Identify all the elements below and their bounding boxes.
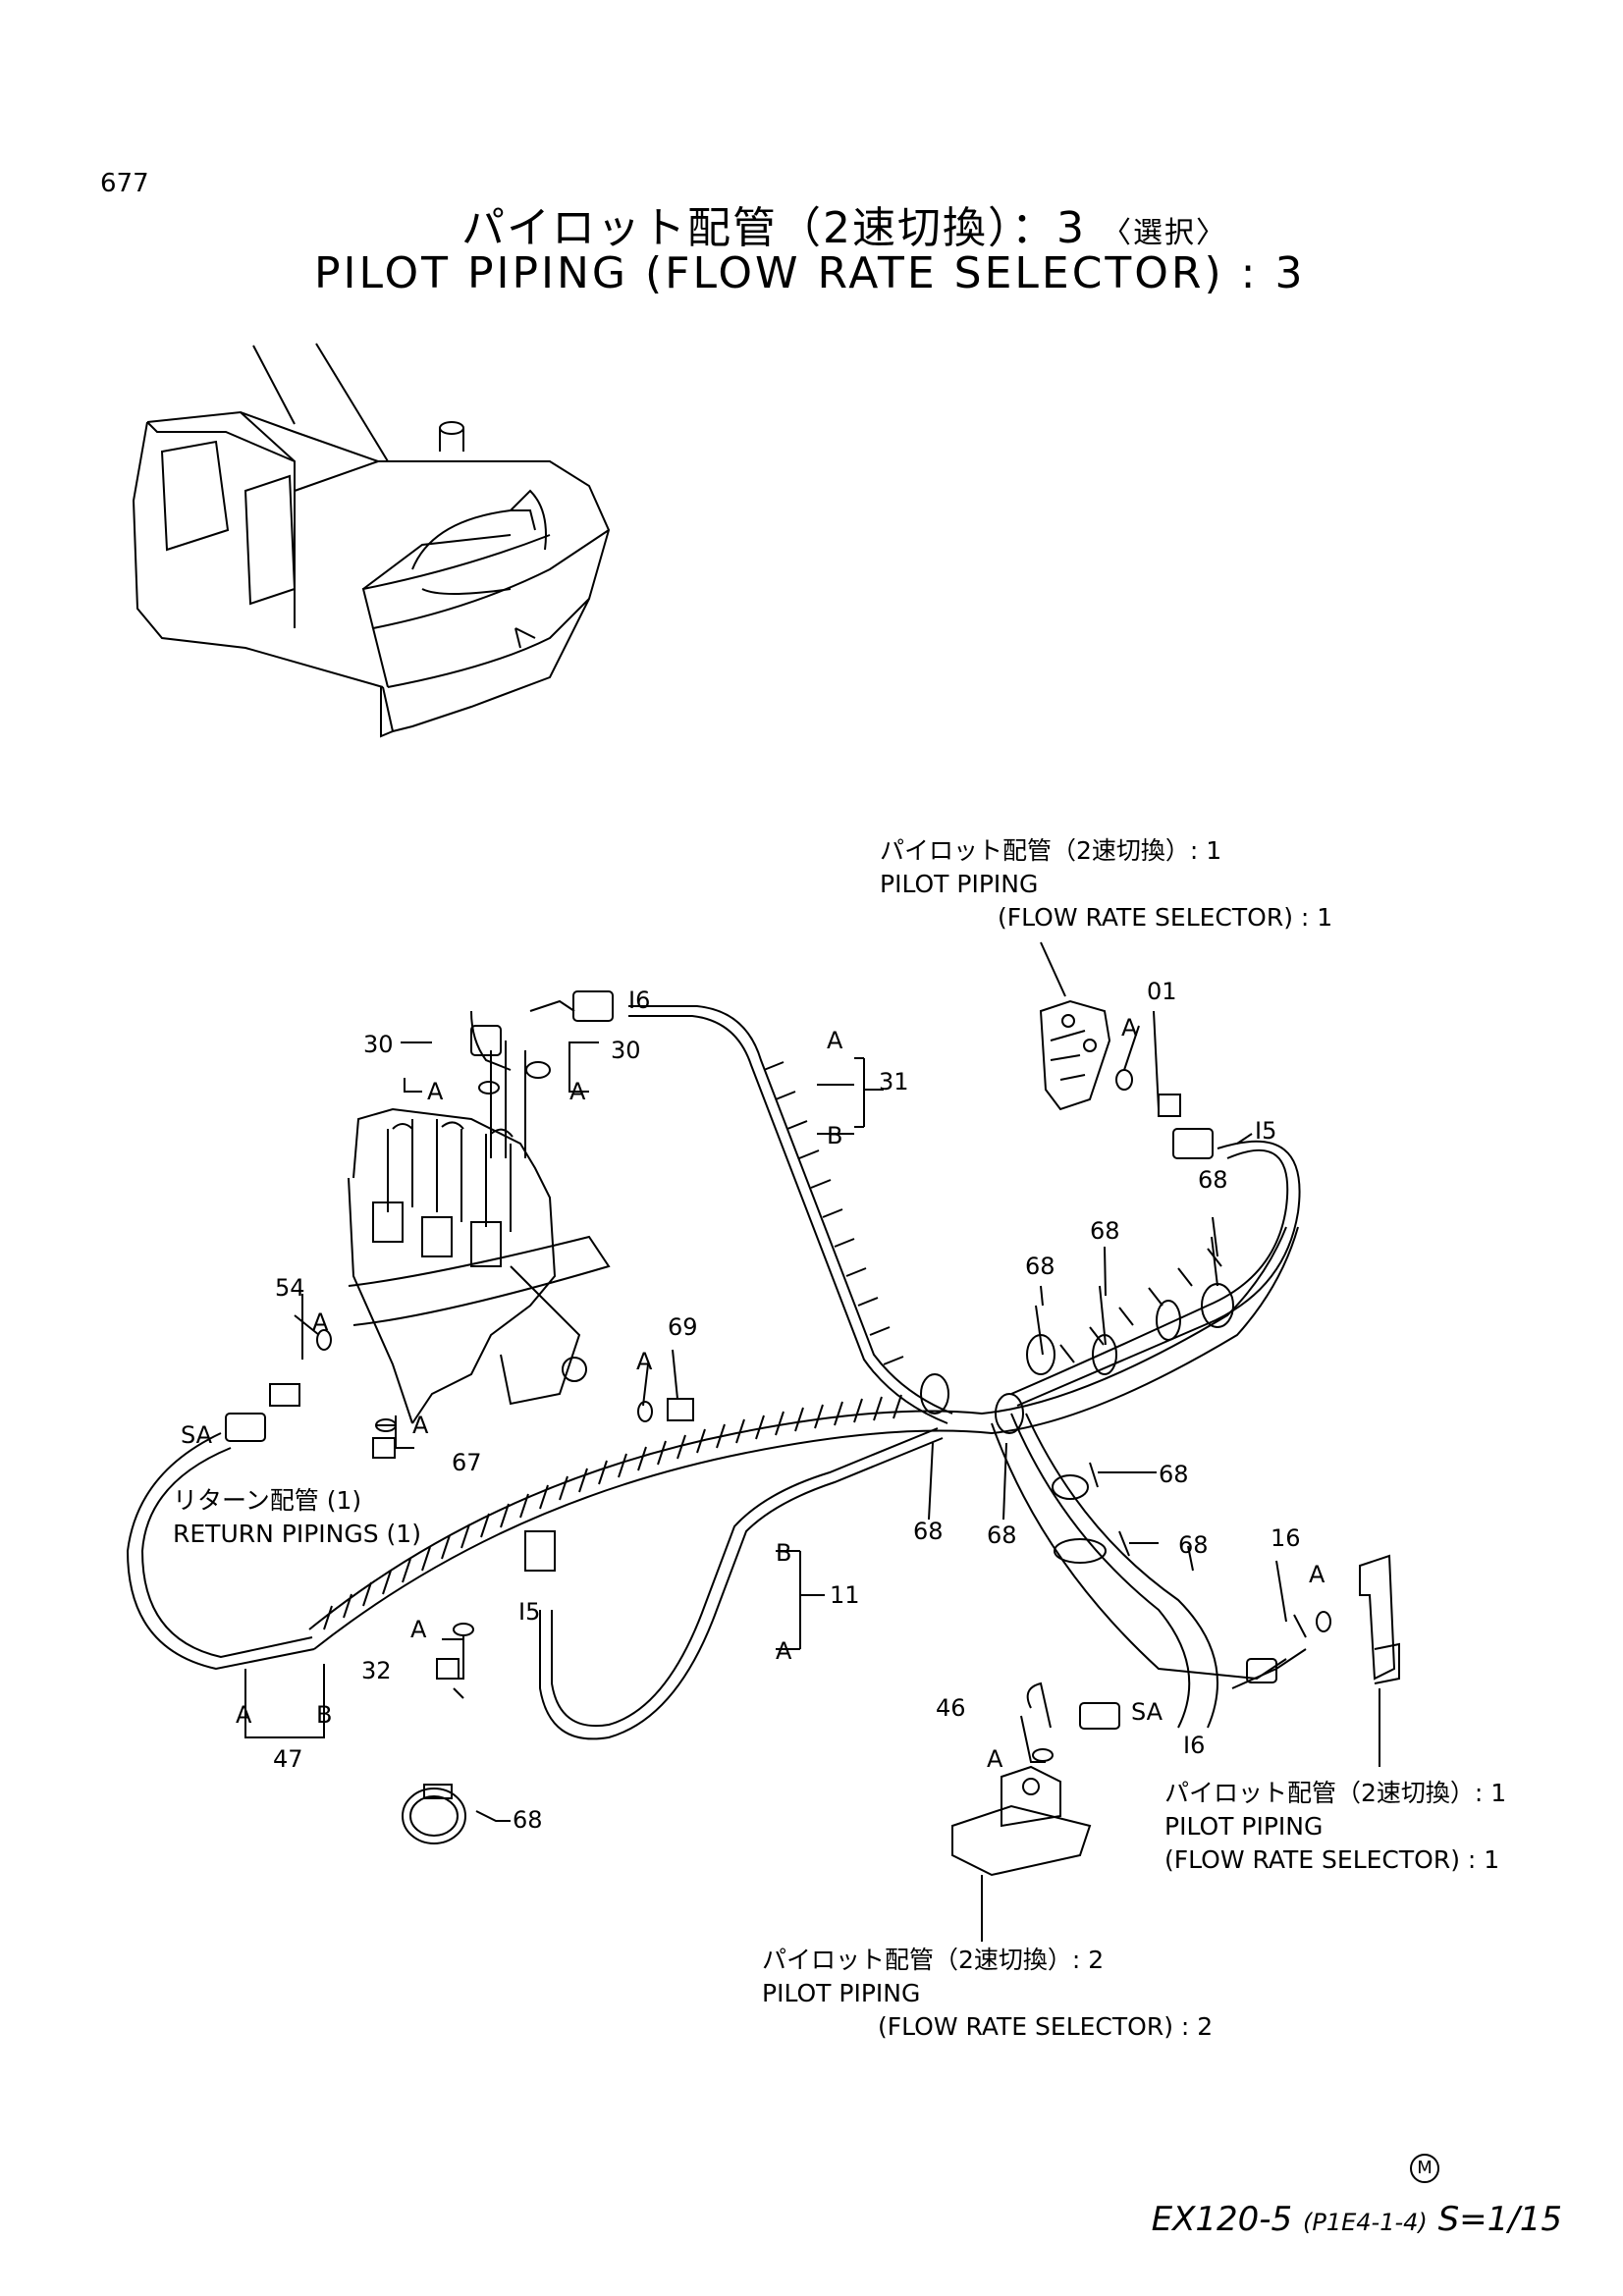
conn-label-a: A bbox=[569, 1078, 586, 1105]
hose-bundle-outer bbox=[313, 1226, 1299, 1650]
reference-jp: パイロット配管（2速切換）: 1 bbox=[1164, 1779, 1507, 1807]
return-piping-en: RETURN PIPINGS (1) bbox=[173, 1520, 421, 1548]
o-rings bbox=[316, 1061, 1331, 1762]
conn-label-a: A bbox=[427, 1078, 444, 1105]
hose-47-inner bbox=[140, 1447, 313, 1659]
reference-jp: パイロット配管（2速切換）: 1 bbox=[880, 836, 1222, 865]
part-label-30-left: 30 bbox=[363, 1031, 394, 1058]
part-label-68: 68 bbox=[1090, 1217, 1120, 1245]
leader-lines bbox=[244, 941, 1380, 1942]
hose-lower-right bbox=[1010, 1413, 1191, 1729]
conn-label-a: A bbox=[1121, 1014, 1138, 1041]
clamp-68 bbox=[402, 1784, 466, 1844]
part-label-68: 68 bbox=[987, 1522, 1017, 1549]
hose-11 bbox=[539, 1437, 944, 1740]
conn-label-i6: I6 bbox=[1183, 1732, 1205, 1759]
reference-callout-3: パイロット配管（2速切換）: 2 PILOT PIPING (FLOW RATE… bbox=[762, 1944, 1213, 2044]
conn-label-sa: SA bbox=[1131, 1698, 1163, 1726]
return-piping-callout: リターン配管 (1) RETURN PIPINGS (1) bbox=[173, 1484, 421, 1551]
part-label-54: 54 bbox=[275, 1274, 305, 1302]
conn-label-a: A bbox=[776, 1637, 792, 1665]
conn-label-b: B bbox=[827, 1122, 842, 1149]
conn-label-a: A bbox=[412, 1412, 429, 1439]
hose-47 bbox=[126, 1432, 315, 1671]
fittings bbox=[225, 990, 1277, 1730]
part-label-11: 11 bbox=[830, 1581, 860, 1609]
reference-en-line1: PILOT PIPING bbox=[880, 870, 1039, 898]
hose-lower-right-outer bbox=[1025, 1413, 1218, 1729]
part-label-68: 68 bbox=[1198, 1166, 1228, 1194]
conn-label-a: A bbox=[827, 1027, 843, 1054]
reference-en-line1: PILOT PIPING bbox=[1164, 1812, 1324, 1841]
part-label-47: 47 bbox=[273, 1745, 303, 1773]
reference-en-line2: (FLOW RATE SELECTOR) : 2 bbox=[878, 2012, 1214, 2041]
valve-block-2 bbox=[951, 1765, 1092, 1877]
bracket-1 bbox=[1359, 1554, 1400, 1684]
part-label-68: 68 bbox=[513, 1806, 543, 1834]
reference-en-line2: (FLOW RATE SELECTOR) : 1 bbox=[1164, 1845, 1500, 1874]
part-label-31: 31 bbox=[879, 1068, 909, 1095]
footer-reference: EX120-5 (P1E4-1-4) S=1/15 bbox=[1152, 2200, 1562, 2239]
title-english: PILOT PIPING (FLOW RATE SELECTOR) : 3 bbox=[314, 248, 1306, 298]
hose-i5-right bbox=[1010, 1148, 1289, 1395]
reference-jp: パイロット配管（2速切換）: 2 bbox=[762, 1946, 1105, 1974]
part-label-68: 68 bbox=[913, 1518, 944, 1545]
part-label-46: 46 bbox=[936, 1694, 966, 1722]
reference-callout-2: パイロット配管（2速切換）: 1 PILOT PIPING (FLOW RATE… bbox=[1164, 1777, 1506, 1877]
hose-31-outer bbox=[628, 1015, 948, 1424]
conn-label-b: B bbox=[316, 1701, 332, 1729]
control-valve-illustration bbox=[348, 1041, 611, 1424]
title-japanese: パイロット配管（2速切換）：3 〈選択〉 bbox=[461, 192, 1227, 255]
conn-label-a: A bbox=[312, 1308, 329, 1336]
part-label-32: 32 bbox=[361, 1657, 392, 1684]
hose-31 bbox=[628, 1005, 953, 1415]
title-japanese-main: パイロット配管（2速切換）：3 bbox=[461, 203, 1086, 253]
part-label-68: 68 bbox=[1178, 1531, 1209, 1559]
part-label-69: 69 bbox=[668, 1313, 698, 1341]
title-japanese-note: 〈選択〉 bbox=[1102, 216, 1227, 250]
hose-clamps bbox=[920, 1236, 1234, 1564]
footer-code: (P1E4-1-4) bbox=[1303, 2209, 1428, 2236]
reference-en-line2: (FLOW RATE SELECTOR) : 1 bbox=[998, 903, 1333, 932]
hose-i5-right-outer bbox=[1016, 1140, 1301, 1407]
conn-label-a: A bbox=[1309, 1561, 1325, 1588]
part-label-30-right: 30 bbox=[611, 1037, 641, 1064]
page-number: 677 bbox=[100, 169, 149, 198]
part-label-67: 67 bbox=[452, 1449, 482, 1476]
hose-11-inner bbox=[551, 1427, 939, 1728]
conn-label-i5: I5 bbox=[518, 1598, 540, 1626]
part-label-68: 68 bbox=[1159, 1461, 1189, 1488]
conn-label-i6: I6 bbox=[628, 987, 650, 1014]
footer-model: EX120-5 bbox=[1151, 2200, 1293, 2239]
part-label-68: 68 bbox=[1025, 1253, 1055, 1280]
part-label-16: 16 bbox=[1271, 1524, 1301, 1552]
hose-sa bbox=[991, 1422, 1287, 1681]
reference-callout-1: パイロット配管（2速切換）: 1 PILOT PIPING (FLOW RATE… bbox=[880, 834, 1332, 934]
conn-label-a: A bbox=[410, 1616, 427, 1643]
conn-label-b: B bbox=[776, 1539, 791, 1567]
manufacturer-mark: M bbox=[1410, 2154, 1439, 2183]
conn-label-a: A bbox=[987, 1745, 1003, 1773]
conn-label-a: A bbox=[236, 1701, 252, 1729]
conn-label-a: A bbox=[636, 1348, 653, 1375]
conn-label-sa: SA bbox=[181, 1421, 213, 1449]
part-label-01: 01 bbox=[1147, 978, 1177, 1005]
reference-en-line1: PILOT PIPING bbox=[762, 1979, 921, 2007]
conn-label-i5: I5 bbox=[1255, 1117, 1276, 1145]
return-piping-jp: リターン配管 (1) bbox=[173, 1486, 362, 1515]
excavator-overview-illustration bbox=[132, 343, 611, 738]
footer-scale: S=1/15 bbox=[1437, 2200, 1562, 2239]
spiral-guard bbox=[323, 1061, 1222, 1630]
valve-block-1 bbox=[1039, 999, 1111, 1111]
